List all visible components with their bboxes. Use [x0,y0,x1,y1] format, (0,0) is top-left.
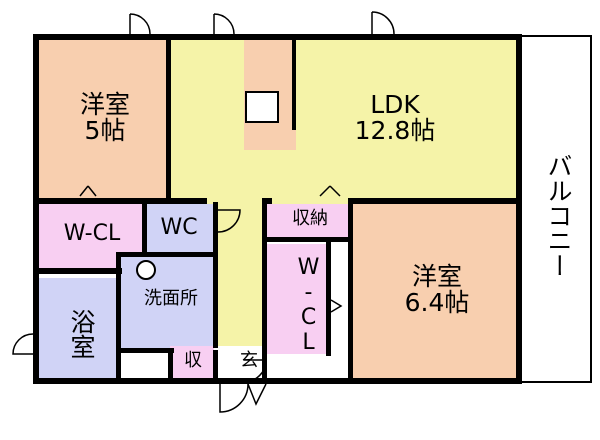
western-room-64-size: 6.4帖 [404,288,470,318]
balcony-area [517,35,592,383]
washbasin-icon [136,260,156,280]
storage-fill [266,204,352,240]
western-room-64-label: 洋室 6.4帖 [392,262,482,318]
ldk-label: LDK 12.8帖 [340,90,450,146]
doors [12,11,395,413]
storage-label: 収納 [292,208,328,229]
washroom-label: 洗面所 [144,288,198,309]
western-room-5-label: 洋室 5帖 [70,90,140,146]
interior-walls [37,40,518,382]
ldk-fill-lower [168,190,352,204]
wc-label: WC [160,215,198,240]
outer-walls [33,34,522,384]
bath-label: 浴室 [67,309,96,359]
western-room-64-fill [352,204,518,382]
ldk-size: 12.8帖 [354,116,436,146]
entrance-fill [214,346,266,382]
western-room-5-name: 洋室 [79,90,130,119]
wcl-center-fill [266,244,326,354]
bath-fill [36,278,118,382]
entrance-label: 玄 [240,350,258,371]
wc-fill [144,204,214,252]
ldk-name: LDK [370,90,420,119]
balcony-label: バルコニー [544,152,573,278]
wcl-left-label: W-CL [63,221,121,246]
kitchen-sink [245,91,279,123]
western-room-5-fill [36,38,168,202]
windows [34,80,520,340]
western-room-5-size: 5帖 [84,116,126,146]
shoe-storage-label: 収 [184,350,202,371]
shoe-storage-fill [170,346,214,382]
western-room-64-name: 洋室 [411,262,462,291]
ldk-fill [168,38,518,202]
wcl-center-label: W-CL [296,255,321,355]
washroom-fill [118,256,214,352]
